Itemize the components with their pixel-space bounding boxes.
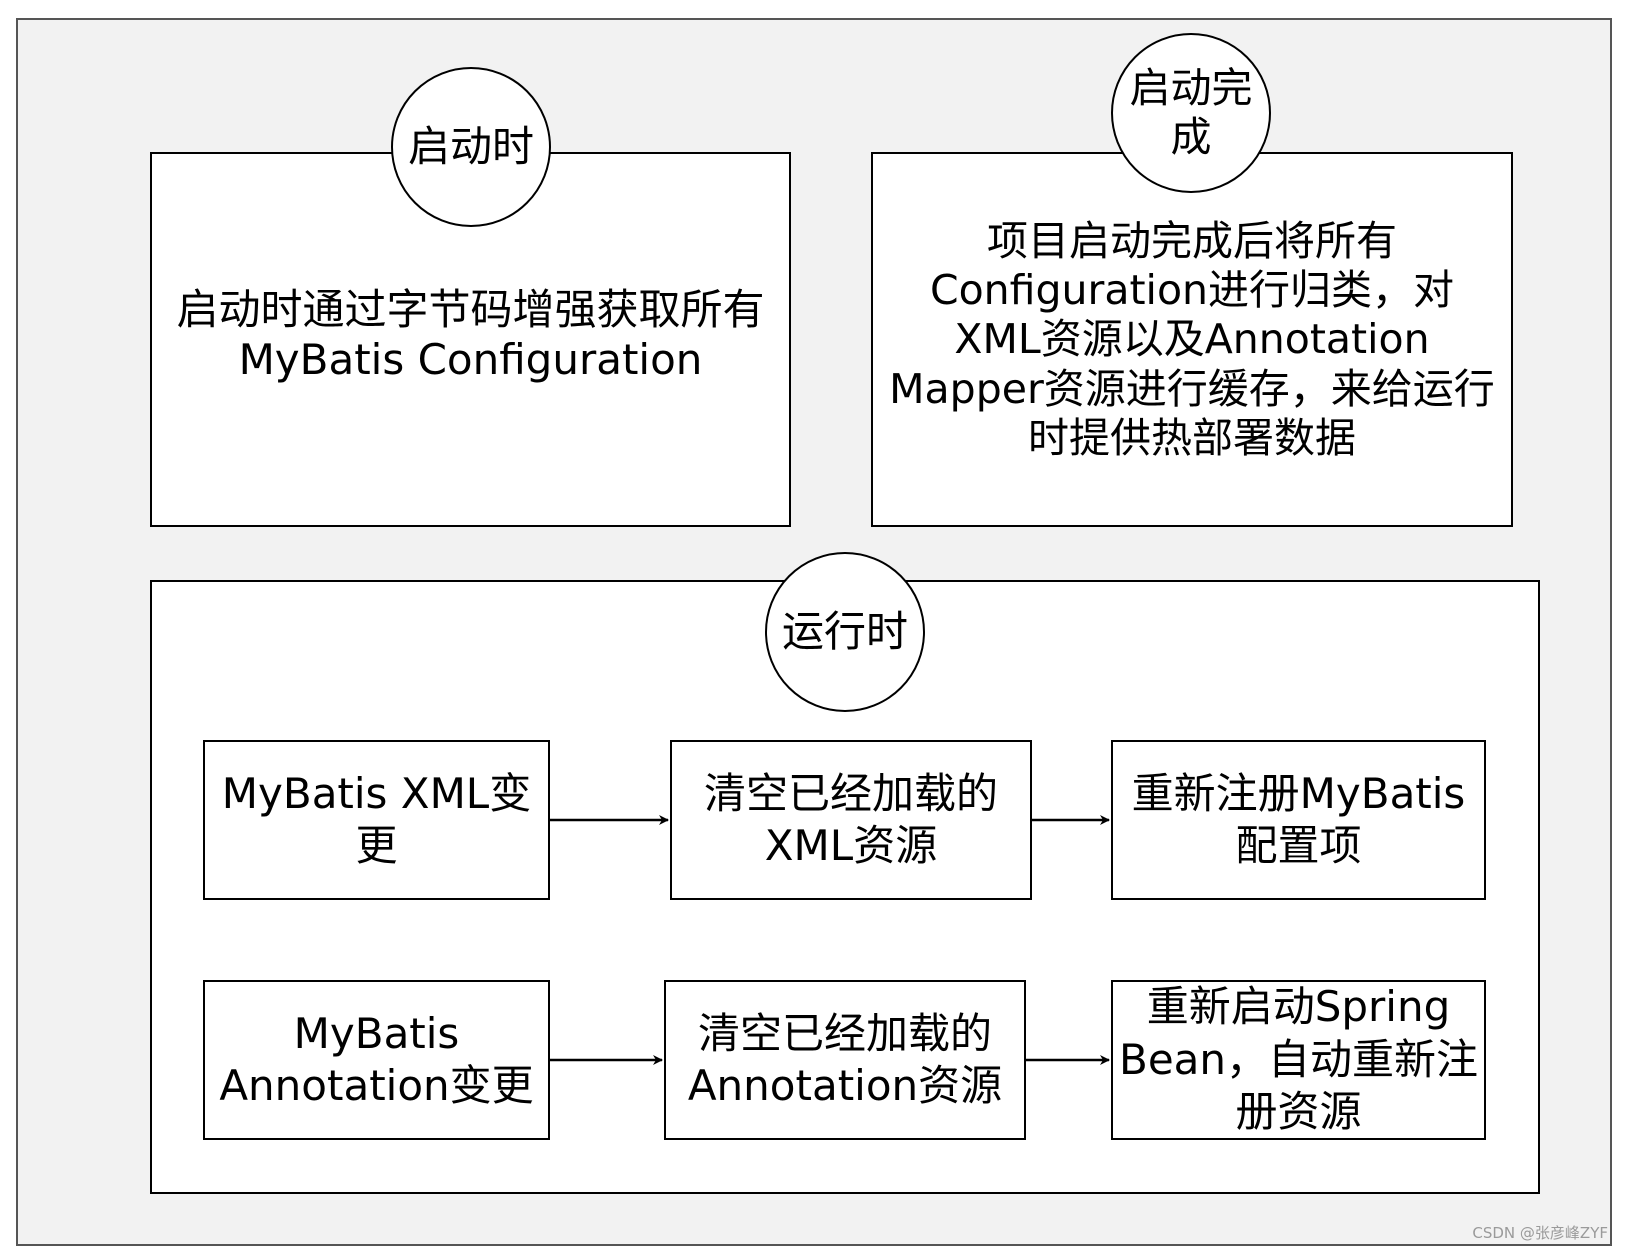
- watermark: CSDN @张彦峰ZYF: [1472, 1224, 1608, 1242]
- xml-change-node: MyBatis XML变更: [203, 740, 550, 900]
- clear-xml-node: 清空已经加载的XML资源: [670, 740, 1032, 900]
- startup-label: 启动时: [407, 121, 534, 171]
- startup-complete-panel: [871, 152, 1513, 527]
- startup-label-circle: 启动时: [391, 67, 551, 227]
- startup-complete-description: 项目启动完成后将所有Configuration进行归类，对XML资源以及Anno…: [889, 217, 1495, 462]
- startup-description: 启动时通过字节码增强获取所有MyBatis Configuration: [176, 284, 765, 384]
- restart-spring-bean-node: 重新启动Spring Bean，自动重新注册资源: [1111, 980, 1486, 1140]
- startup-complete-label-circle: 启动完成: [1111, 33, 1271, 193]
- clear-annotation-node: 清空已经加载的Annotation资源: [664, 980, 1026, 1140]
- startup-complete-label: 启动完成: [1129, 63, 1253, 161]
- runtime-label: 运行时: [781, 606, 908, 656]
- reregister-config-node: 重新注册MyBatis配置项: [1111, 740, 1486, 900]
- runtime-label-circle: 运行时: [765, 552, 925, 712]
- annotation-change-node: MyBatis Annotation变更: [203, 980, 550, 1140]
